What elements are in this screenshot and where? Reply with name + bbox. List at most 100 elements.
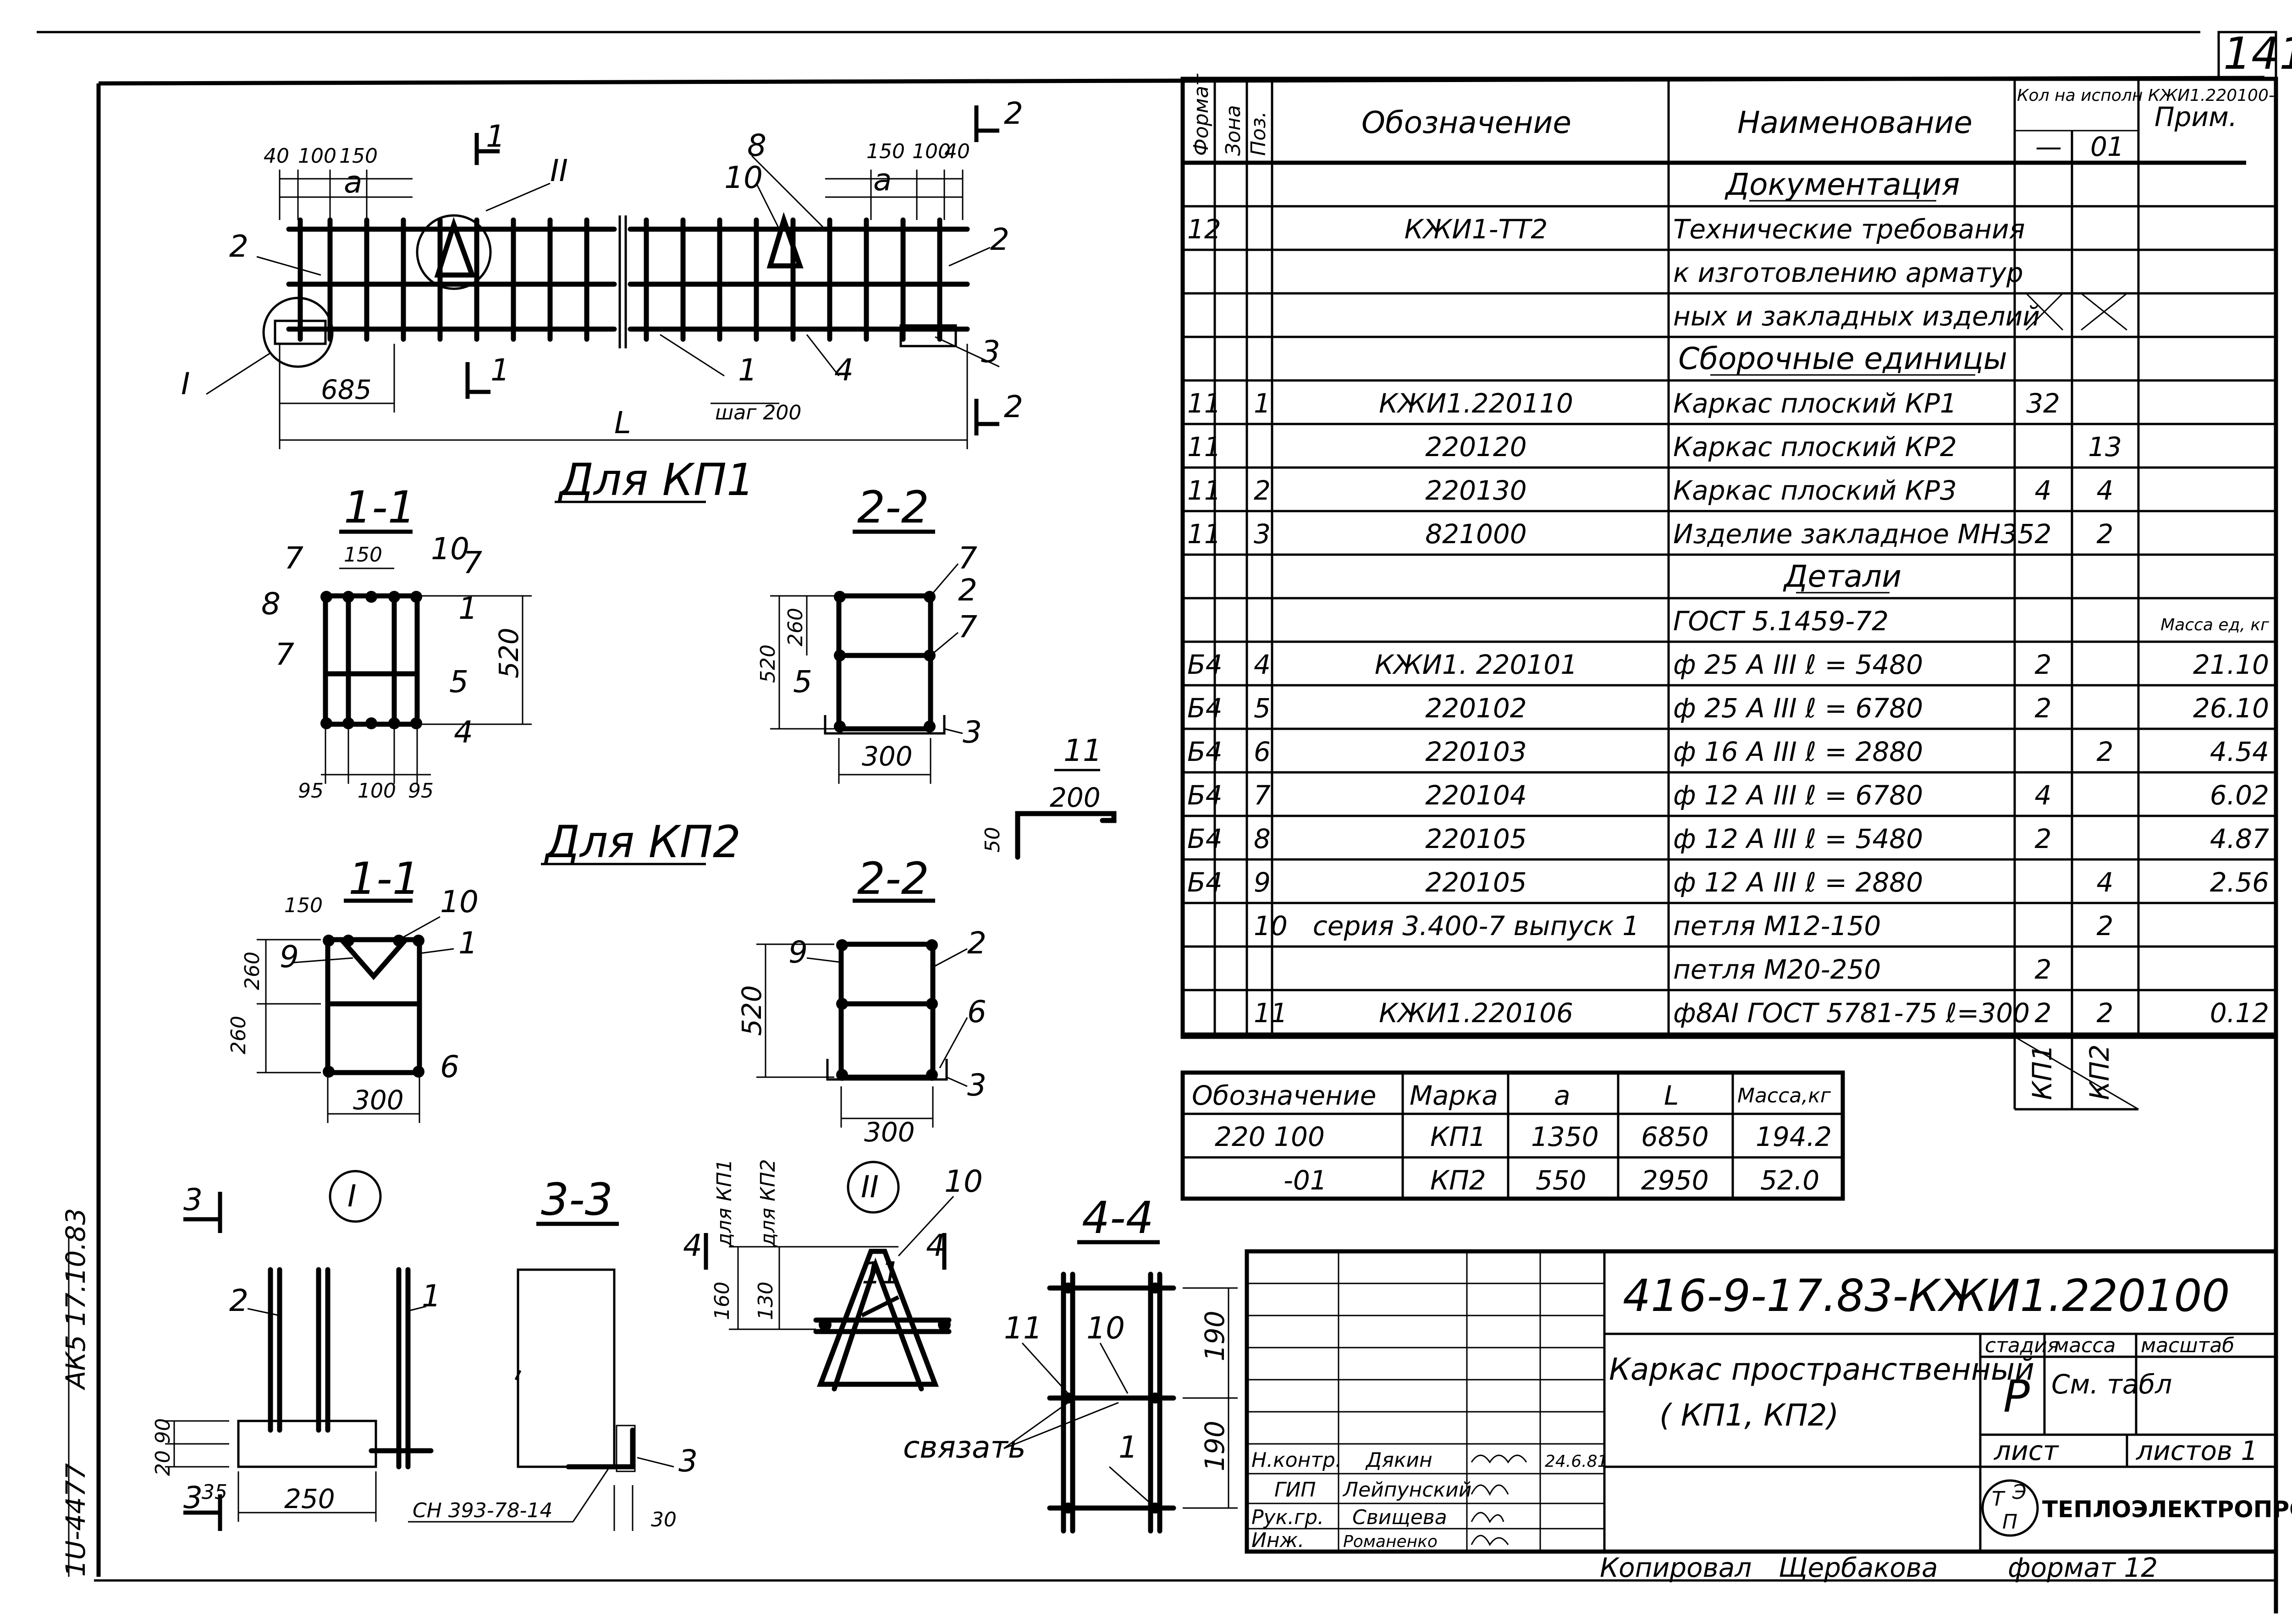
spec-cell-q2: 2 — [2097, 736, 2114, 767]
lifting-loop-left — [434, 216, 476, 278]
node-II-note-kp2: для КП2 — [756, 1159, 780, 1247]
spec-cell-name: ф 25 А III ℓ = 6780 — [1673, 693, 1923, 724]
node-II-dim-160: 160 — [711, 1282, 734, 1320]
footer-copier: Щербакова — [1779, 1552, 1938, 1583]
mark-head-a: a — [1554, 1080, 1570, 1111]
node-I-plate — [237, 1420, 377, 1468]
title-name-2: ( КП1, КП2) — [1659, 1398, 1839, 1433]
spec-cell-note: 4.87 — [2210, 823, 2269, 854]
spec-cell-q2: 2 — [2097, 518, 2114, 550]
spec-cell-fmt: Б4 — [1187, 736, 1223, 767]
kp1-22-dim-300: 300 — [862, 741, 913, 772]
spec-cell-name: петля М20-250 — [1673, 954, 1881, 985]
sheet-number: 141 — [2223, 28, 2292, 79]
step-label: шаг 200 — [715, 401, 801, 424]
spec-head-format: Формат — [1190, 73, 1213, 156]
mark-head-designation: Обозначение — [1192, 1080, 1376, 1111]
embed-plate-left — [274, 319, 327, 345]
kp1-22-pos-7a: 7 — [958, 540, 977, 576]
kp1-dim-150: 150 — [344, 543, 382, 567]
kp2-pos-6: 6 — [440, 1049, 459, 1085]
kp2-dim-300: 300 — [353, 1085, 404, 1116]
role-4: Инж. — [1251, 1529, 1304, 1552]
title-mass-label: масса — [2054, 1334, 2116, 1357]
spec-cell-name: ф 25 А III ℓ = 5480 — [1673, 649, 1923, 680]
spec-cell-des: КЖИ1.220106 — [1379, 997, 1573, 1029]
spec-cell-name: ф 12 А III ℓ = 5480 — [1673, 823, 1923, 854]
name-1: Дякин — [1365, 1448, 1432, 1472]
callout-label-I: I — [181, 366, 190, 402]
kp1-22-dim-520: 520 — [756, 644, 780, 683]
spec-cell-pos: 4 — [1254, 649, 1271, 680]
footer-format: формат 12 — [2008, 1552, 2158, 1583]
node-I-mark-top: 3 — [183, 1182, 203, 1217]
kp1-section-2-2: 2-2 520 260 300 7 2 7 5 3 — [756, 482, 982, 784]
spec-cell-q2: 13 — [2088, 431, 2122, 462]
spec-head-designation: Обозначение — [1361, 105, 1571, 140]
section-4-4-dim-190b: 190 — [1199, 1420, 1230, 1471]
title-name-1: Каркас пространственный — [1609, 1352, 2034, 1387]
pos-8: 8 — [747, 128, 766, 163]
role-3: Рук.гр. — [1251, 1506, 1324, 1529]
kp2-22-pos-3: 3 — [967, 1068, 986, 1103]
kp1-pos-7b: 7 — [463, 545, 482, 580]
spec-cell-name: Каркас плоский КР1 — [1673, 388, 1957, 419]
dim-40: 40 — [264, 144, 289, 168]
node-I-label: I — [347, 1178, 356, 1214]
lifting-loop-right — [766, 212, 804, 269]
spec-cell-des: 220105 — [1425, 823, 1526, 854]
spec-cell-name: ГОСТ 5.1459-72 — [1673, 606, 1889, 637]
pos-4: 4 — [834, 352, 854, 388]
node-II-loop — [817, 1249, 939, 1387]
section-4-4-dim-190a: 190 — [1199, 1310, 1230, 1361]
section-4-4-pos-1: 1 — [1118, 1430, 1138, 1465]
spec-cell-fmt: Б4 — [1187, 780, 1223, 811]
node-I-pos-2: 2 — [229, 1283, 248, 1318]
section-3-3: 3-3 3 СН 393-78-14 30 — [408, 1174, 698, 1531]
spec-head-pos: Поз. — [1247, 111, 1270, 156]
section-4-4: 4-4 190 190 11 10 1 связать — [903, 1192, 1238, 1534]
kp1-dim-95-left: 95 — [298, 779, 324, 803]
spec-cell-fmt: 12 — [1187, 214, 1221, 245]
node-I-dim-250: 250 — [284, 1483, 335, 1514]
section-mark-2-top: 2 — [1004, 96, 1023, 131]
node-I: I 3 3 2 1 90 20 250 35 — [151, 1170, 441, 1531]
dim-150: 150 — [339, 144, 378, 168]
spec-cell-name: ф 16 А III ℓ = 2880 — [1673, 736, 1923, 767]
section-3-3-ref: СН 393-78-14 — [413, 1499, 553, 1522]
margin-text-2: АК5 17.10.83 — [60, 1208, 91, 1391]
spec-cell-des: 220103 — [1425, 736, 1526, 767]
kp1-22-pos-2: 2 — [958, 573, 977, 608]
org-name: ТЕПЛОЭЛЕКТРОПРОЕКТ — [2042, 1496, 2292, 1523]
kp2-pos-10: 10 — [440, 884, 479, 919]
mark-r1-mark: КП1 — [1430, 1121, 1486, 1152]
mark-r2-a: 550 — [1536, 1165, 1587, 1196]
dim-100: 100 — [298, 144, 336, 168]
section-4-4-title: 4-4 — [1082, 1192, 1154, 1244]
spec-cell-q1: 4 — [2035, 780, 2052, 811]
spec-cell-name: петля М12-150 — [1673, 910, 1881, 941]
spec-cell-fmt: 11 — [1187, 518, 1221, 550]
section-3-3-title: 3-3 — [541, 1174, 613, 1225]
kp2-22-pos-6: 6 — [967, 994, 986, 1029]
dim-100-right: 100 — [912, 140, 951, 163]
spec-cell-des: 220104 — [1425, 780, 1526, 811]
spec-cell-des: 220130 — [1425, 475, 1526, 506]
spec-cell-name: Детали — [1783, 559, 1901, 594]
title-date: 24.6.81 — [1545, 1452, 1608, 1471]
spec-cell-pos: 1 — [1254, 388, 1271, 419]
detail-11-hook: 50 — [981, 827, 1004, 853]
title-block: 416-9-17.83-КЖИ1.220100 Каркас пространс… — [1245, 1249, 2292, 1554]
spec-cell-q1: 2 — [2035, 954, 2052, 985]
section-3-3-pos-3: 3 — [678, 1443, 698, 1479]
spec-cell-note: 6.02 — [2210, 780, 2269, 811]
kp1-22-pos-3: 3 — [963, 715, 982, 750]
title-sheets-label: листов 1 — [2136, 1435, 2258, 1466]
kp2-section-2-2-title: 2-2 — [857, 853, 929, 904]
kp1-22-dim-260: 260 — [784, 608, 807, 646]
spec-cell-name: Сборочные единицы — [1678, 341, 2007, 376]
spec-cell-name: Технические требования — [1673, 214, 2025, 245]
name-2: Лейпунский — [1342, 1478, 1471, 1502]
pos-3: 3 — [981, 334, 1000, 369]
